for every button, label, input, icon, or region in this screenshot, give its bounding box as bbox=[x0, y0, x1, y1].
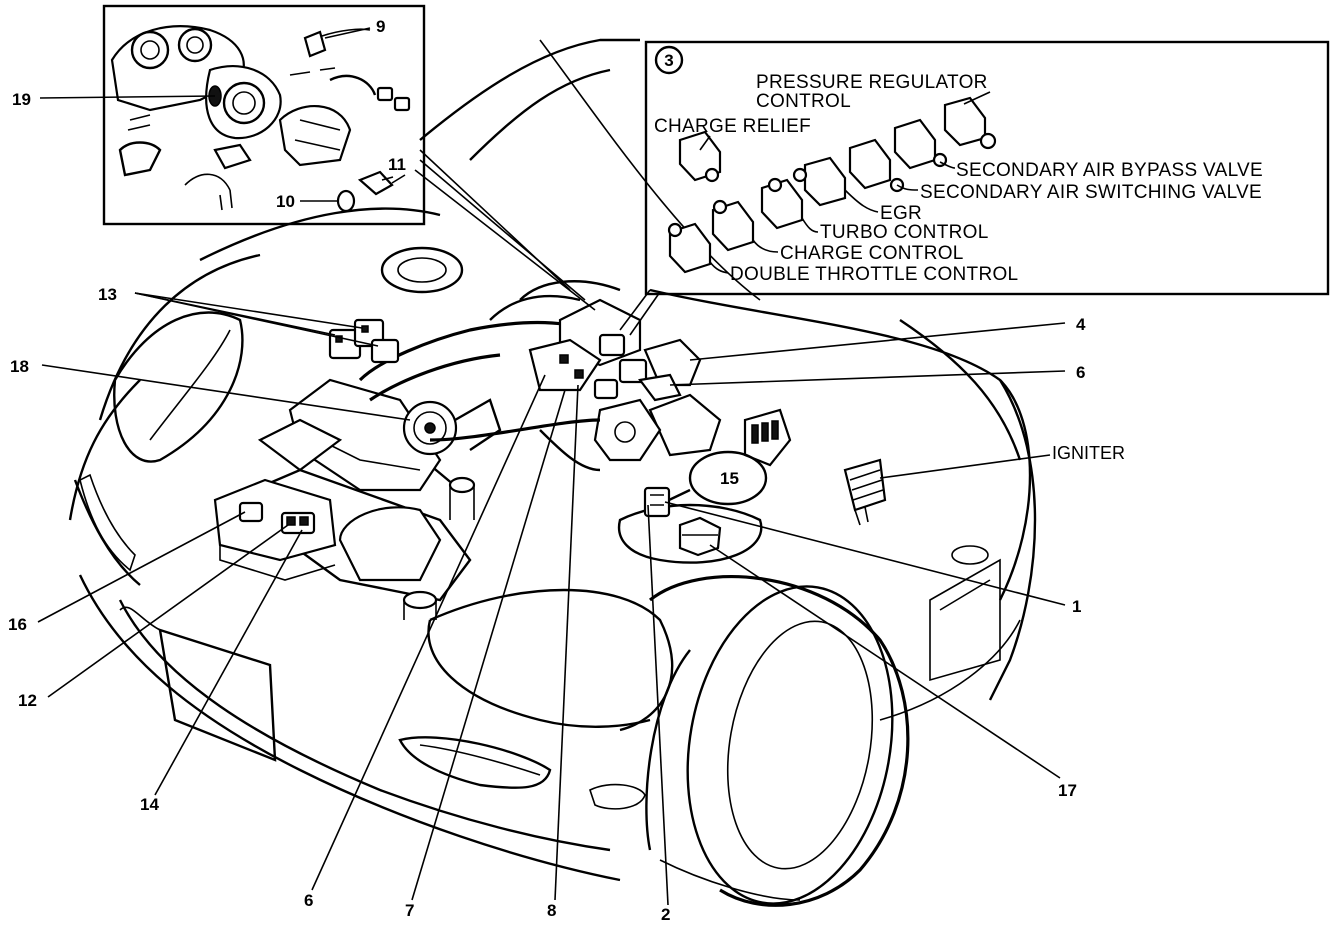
callout-19: 19 bbox=[12, 90, 31, 109]
callout-leaders bbox=[37, 27, 1066, 906]
solenoid-valve-inset: 3 bbox=[619, 40, 1330, 336]
callout-16: 16 bbox=[8, 615, 27, 634]
throttle-body-inset bbox=[102, 4, 596, 311]
callout-18: 18 bbox=[10, 357, 29, 376]
solenoid-secondary-air-bypass bbox=[893, 118, 948, 170]
callout-17: 17 bbox=[1058, 781, 1077, 800]
label-charge-relief: CHARGE RELIEF bbox=[654, 116, 811, 137]
solenoid-turbo-control bbox=[760, 177, 804, 230]
solenoid-pressure-regulator bbox=[943, 96, 997, 150]
engine-bay bbox=[213, 246, 887, 620]
callout-12: 12 bbox=[18, 691, 37, 710]
label-double-throttle-control: DOUBLE THROTTLE CONTROL bbox=[730, 264, 1018, 285]
car-body-outline bbox=[68, 38, 1037, 907]
label-secondary-air-bypass: SECONDARY AIR BYPASS VALVE bbox=[956, 160, 1263, 181]
callout-9: 9 bbox=[376, 17, 385, 36]
label-secondary-air-switching: SECONDARY AIR SWITCHING VALVE bbox=[920, 182, 1262, 203]
callout-4: 4 bbox=[1076, 315, 1086, 334]
solenoid-egr bbox=[792, 156, 847, 207]
label-pressure-regulator-line1: PRESSURE REGULATOR bbox=[756, 72, 988, 93]
inset-number-3: 3 bbox=[664, 51, 673, 70]
callout-6-bottom: 6 bbox=[304, 891, 313, 910]
solenoid-charge-relief bbox=[678, 130, 722, 183]
callout-13: 13 bbox=[98, 285, 117, 304]
callout-10: 10 bbox=[276, 192, 295, 211]
solenoid-double-throttle bbox=[667, 222, 712, 274]
callout-igniter: IGNITER bbox=[1052, 443, 1125, 463]
callout-15: 15 bbox=[720, 469, 739, 488]
label-pressure-regulator-line2: CONTROL bbox=[756, 91, 851, 112]
solenoid-secondary-air-switching bbox=[848, 138, 905, 193]
callout-numbers: 19 9 11 10 13 18 4 6 IGNITER 15 1 17 16 … bbox=[8, 17, 1125, 924]
callout-2: 2 bbox=[661, 905, 670, 924]
label-turbo-control: TURBO CONTROL bbox=[820, 222, 989, 243]
callout-14: 14 bbox=[140, 795, 159, 814]
label-charge-control: CHARGE CONTROL bbox=[780, 243, 964, 264]
callout-8: 8 bbox=[547, 901, 556, 920]
solenoid-charge-control bbox=[711, 199, 755, 252]
callout-11: 11 bbox=[388, 155, 406, 174]
callout-7: 7 bbox=[405, 901, 414, 920]
label-egr: EGR bbox=[880, 203, 922, 224]
callout-1: 1 bbox=[1072, 597, 1081, 616]
callout-6-right: 6 bbox=[1076, 363, 1085, 382]
